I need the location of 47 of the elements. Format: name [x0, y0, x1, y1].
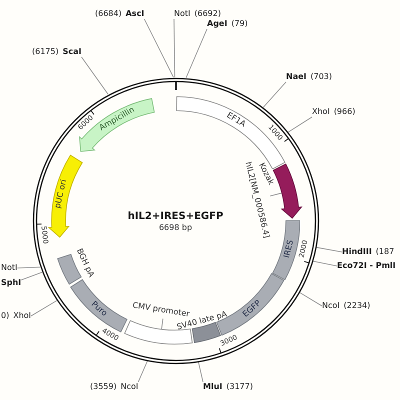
cut-position: 0)	[1, 311, 10, 321]
enzyme-name: SphI	[1, 278, 22, 288]
enzyme-name: MluI	[203, 382, 222, 392]
leader-line	[138, 360, 148, 382]
leader-line	[262, 82, 286, 108]
leader-line	[144, 18, 174, 78]
cut-position: (3559)	[90, 382, 117, 392]
cut-position: (2234)	[344, 301, 370, 311]
enzyme-name: AscI	[126, 9, 144, 19]
leader-line	[186, 28, 208, 78]
enzyme-name: NcoI	[322, 301, 340, 311]
leader-line	[198, 361, 204, 382]
cut-position: (6684)	[95, 9, 122, 19]
leader-line	[81, 56, 108, 95]
plasmid-name: hIL2+IRES+EGFP	[128, 210, 224, 222]
enzyme-name: AgeI	[207, 19, 228, 29]
enzyme-name: ScaI	[62, 47, 82, 57]
enzyme-name: HindIII	[342, 247, 372, 257]
leader-line	[16, 266, 41, 268]
leader-line	[270, 192, 282, 196]
enzyme-name: XhoI	[13, 311, 32, 321]
enzyme-name: NcoI	[120, 382, 138, 392]
cut-position: (187	[376, 247, 394, 257]
cut-position: (703)	[310, 72, 332, 82]
cut-position: (6692)	[194, 9, 221, 19]
leader-line	[174, 18, 176, 78]
feature-label: IRES	[282, 239, 296, 258]
feature-label: BGH pA	[74, 247, 95, 278]
leader-line	[312, 260, 338, 266]
plasmid-size: 6698 bp	[158, 222, 192, 232]
enzyme-name: Eco72I - PmlI	[337, 261, 396, 271]
leader-line	[30, 300, 58, 316]
enzyme-name: NotI	[1, 263, 18, 273]
feature-label: CMV promoter	[132, 302, 190, 319]
leader-line	[161, 318, 164, 330]
leader-line	[288, 116, 312, 133]
leader-line	[298, 292, 322, 306]
leader-line	[316, 246, 342, 252]
enzyme-name: XhoI	[312, 107, 330, 117]
feature-label: pUC ori	[54, 178, 69, 210]
cut-position: (6175)	[32, 47, 59, 57]
cut-position: (79)	[231, 19, 248, 29]
enzyme-name: NotI	[174, 9, 190, 19]
leader-line	[20, 272, 42, 280]
cut-position: (966)	[334, 107, 356, 117]
cut-position: (3177)	[226, 382, 253, 392]
enzyme-name: NaeI	[286, 72, 306, 82]
